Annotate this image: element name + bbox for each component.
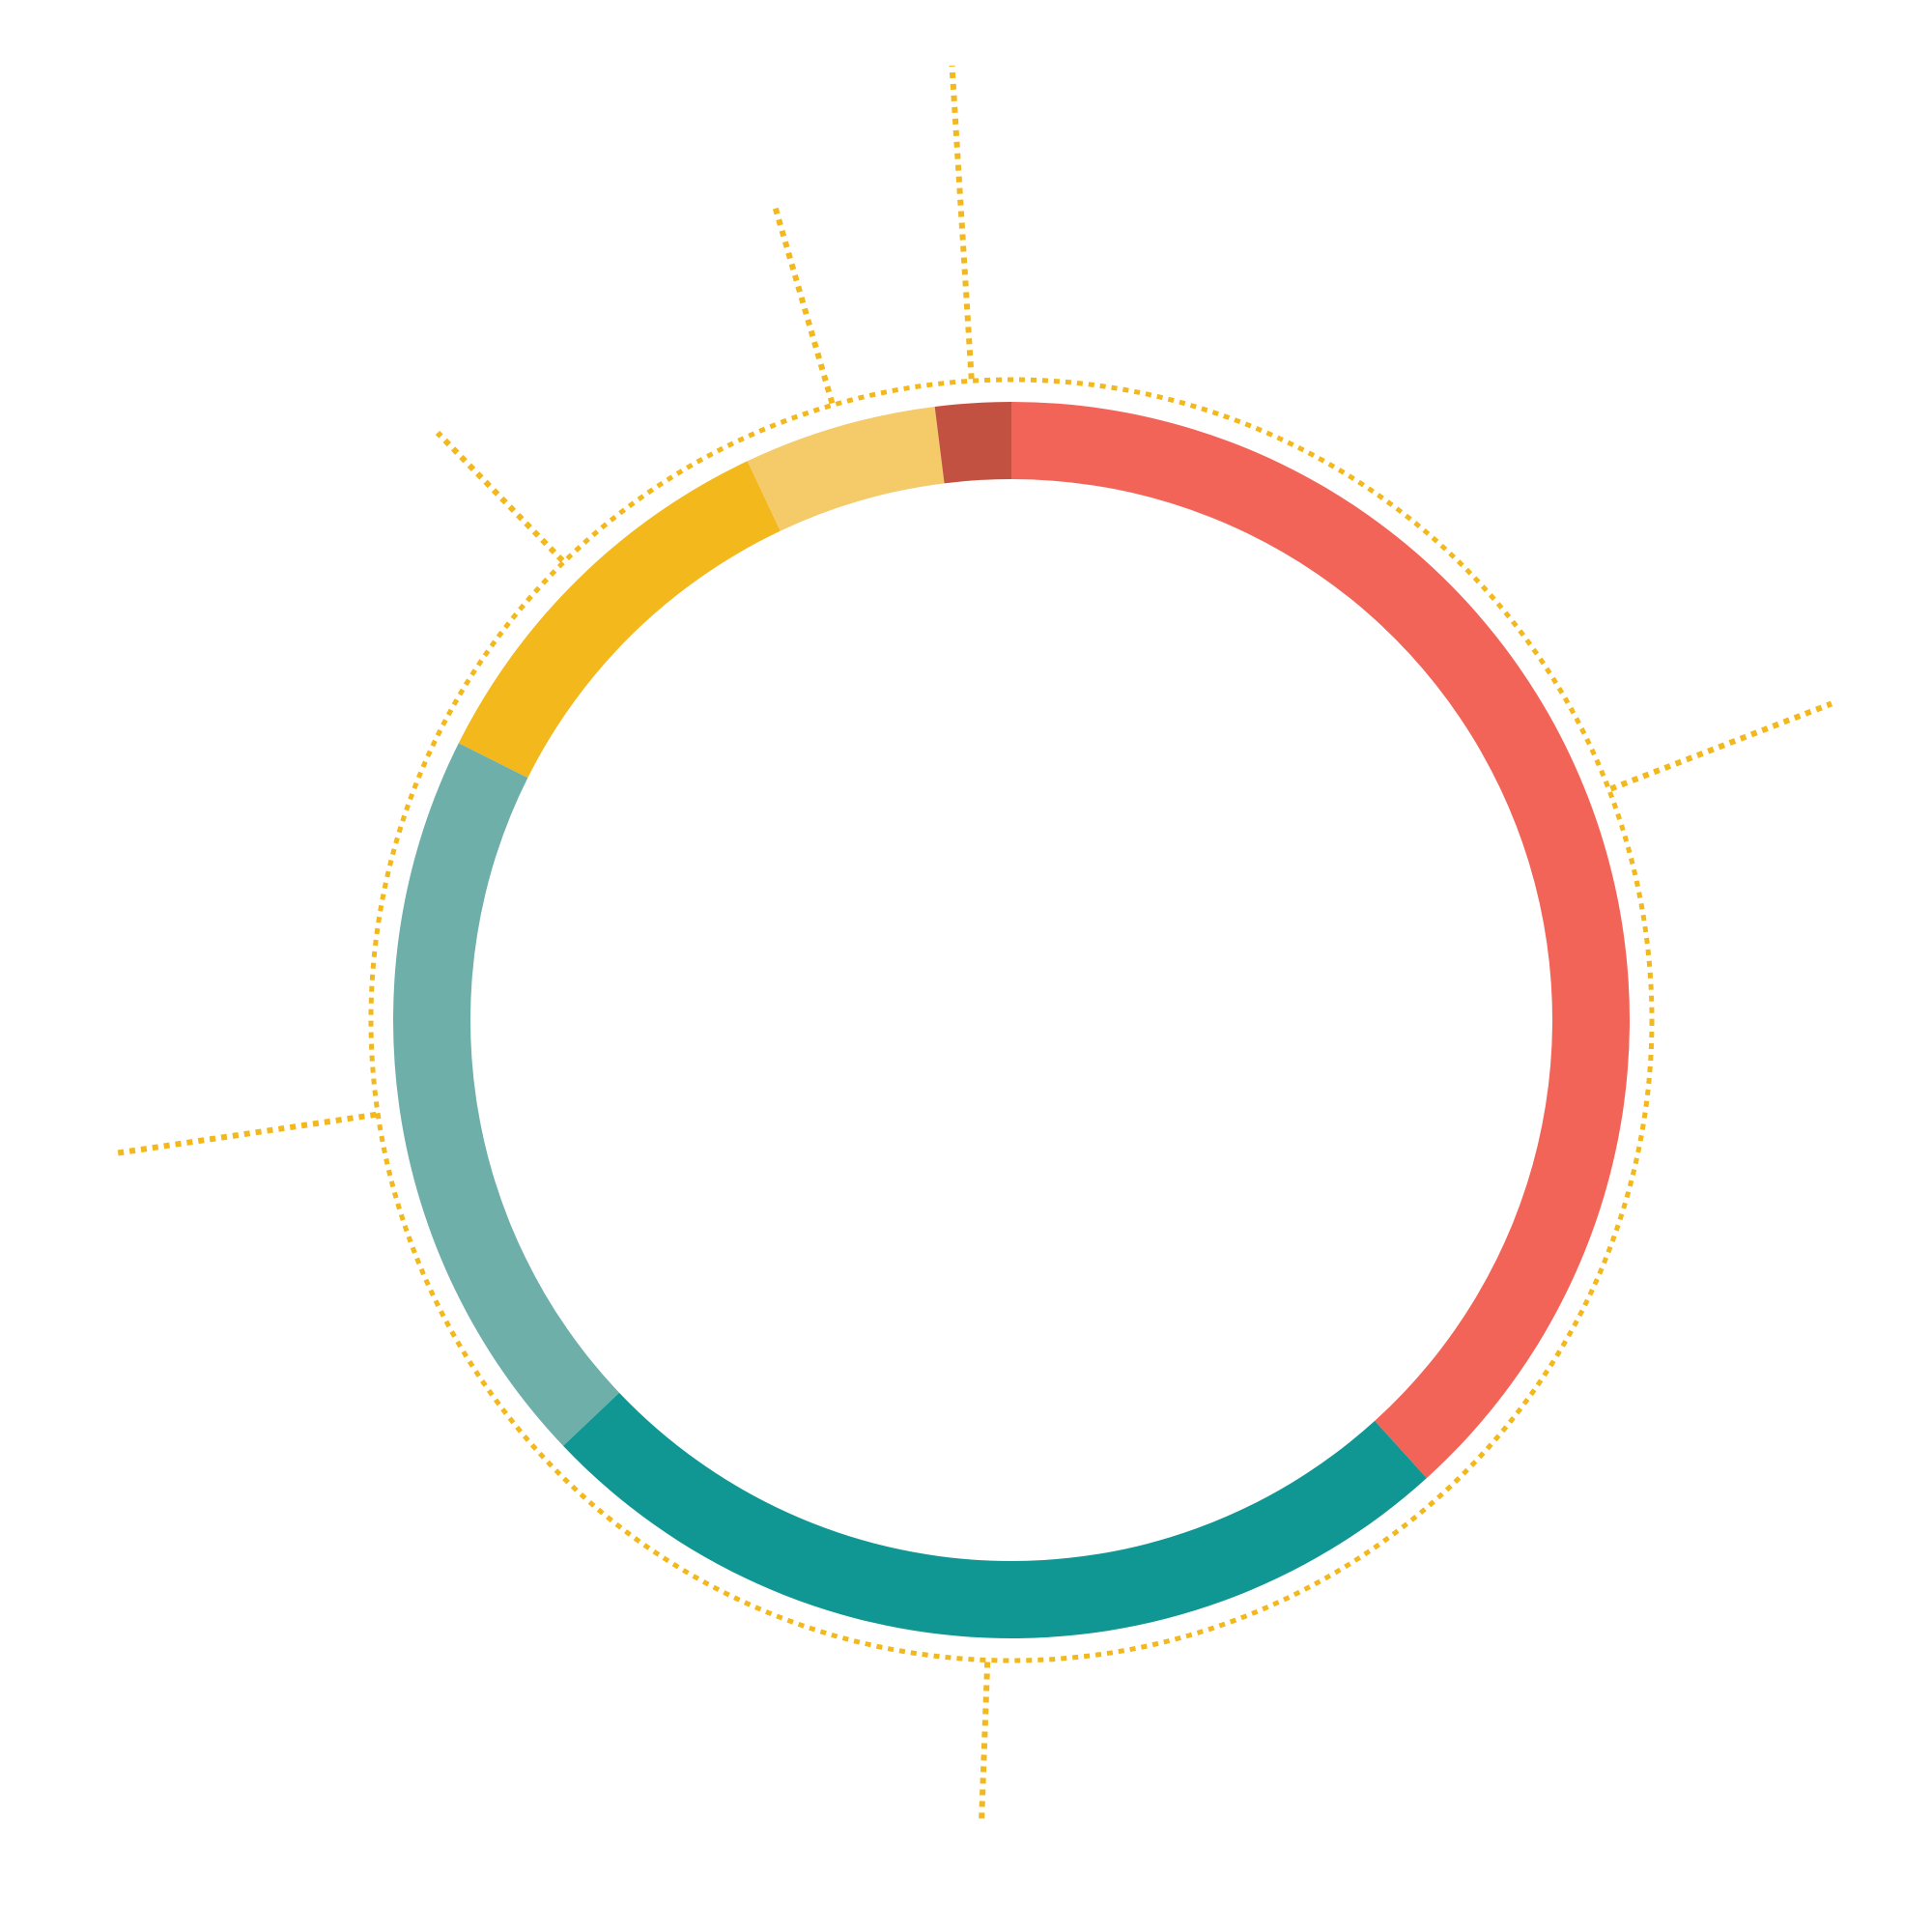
donut-slice-6	[934, 402, 1011, 484]
donut-slice-5	[747, 406, 945, 531]
donut-slice-2	[563, 1392, 1427, 1638]
donut-slice-4	[458, 461, 781, 779]
donut-slice-3	[393, 743, 620, 1446]
leader-line-5	[771, 203, 836, 405]
dotted-guide-ring	[368, 377, 1655, 1663]
leader-lines-layer	[112, 65, 1833, 1822]
leader-line-2	[979, 1662, 991, 1822]
leader-line-6	[949, 65, 975, 380]
slices-layer	[393, 402, 1631, 1638]
donut-slice-1	[1011, 402, 1631, 1479]
leader-line-4	[435, 430, 565, 563]
leader-line-3	[112, 1111, 377, 1157]
leader-line-1	[1609, 700, 1833, 792]
